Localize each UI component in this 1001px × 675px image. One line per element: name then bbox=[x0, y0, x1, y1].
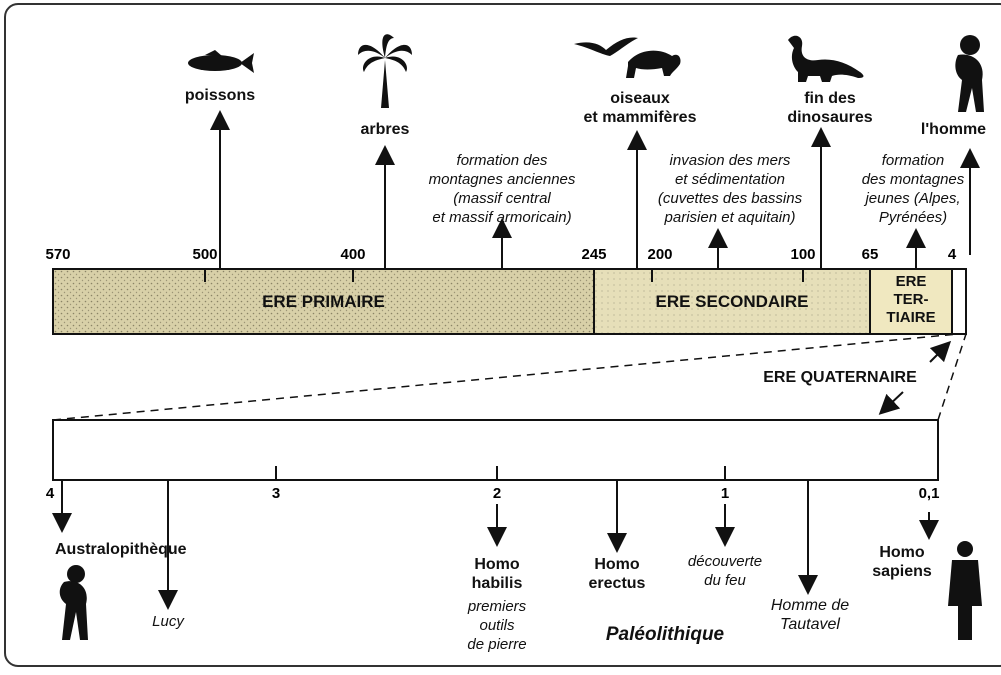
era-quaternaire-label: ERE QUATERNAIRE bbox=[735, 368, 945, 387]
event-arbres: arbres bbox=[330, 120, 440, 139]
bird-icon bbox=[574, 38, 638, 57]
tick-500: 500 bbox=[192, 246, 217, 263]
event-homme-tautavel: Homme de Tautavel bbox=[748, 596, 872, 634]
event-oiseaux-mammiferes: oiseaux et mammifères bbox=[545, 89, 735, 127]
tick-100: 100 bbox=[790, 246, 815, 263]
tick-4: 4 bbox=[948, 246, 956, 263]
btick-3: 3 bbox=[272, 485, 280, 502]
businessman-icon bbox=[948, 541, 982, 640]
fish-icon bbox=[188, 50, 254, 73]
event-montagnes-anciennes: formation des montagnes anciennes (massi… bbox=[402, 151, 602, 227]
event-lucy: Lucy bbox=[130, 612, 206, 631]
period-paleolithique: Paléolithique bbox=[570, 625, 760, 644]
ape-man-icon bbox=[955, 35, 984, 112]
tick-65: 65 bbox=[862, 246, 879, 263]
event-invasion-mers: invasion des mers et sédimentation (cuve… bbox=[634, 151, 826, 227]
event-australopitheque: Australopithèque bbox=[55, 540, 225, 559]
event-homo-erectus: Homo erectus bbox=[560, 555, 674, 593]
btick-4: 4 bbox=[46, 485, 54, 502]
event-premiers-outils: premiers outils de pierre bbox=[440, 597, 554, 654]
event-homme: l'homme bbox=[906, 120, 1001, 139]
sabertooth-icon bbox=[626, 51, 681, 78]
tick-570: 570 bbox=[45, 246, 70, 263]
event-decouverte-feu: découverte du feu bbox=[668, 552, 782, 590]
era-tertiaire-label: ERE TER- TIAIRE bbox=[870, 273, 952, 327]
event-fin-dinosaures: fin des dinosaures bbox=[765, 89, 895, 127]
australopithecus-icon bbox=[60, 565, 88, 640]
event-homo-sapiens: Homo sapiens bbox=[860, 543, 944, 581]
tick-200: 200 bbox=[647, 246, 672, 263]
palm-tree-icon bbox=[358, 34, 412, 108]
dinosaur-icon bbox=[788, 36, 864, 82]
tick-245: 245 bbox=[581, 246, 606, 263]
btick-0-1: 0,1 bbox=[919, 485, 940, 502]
event-homo-habilis: Homo habilis bbox=[440, 555, 554, 593]
era-secondaire-label: ERE SECONDAIRE bbox=[594, 292, 870, 311]
btick-2: 2 bbox=[493, 485, 501, 502]
era-quaternaire-bar bbox=[952, 269, 966, 334]
btick-1: 1 bbox=[721, 485, 729, 502]
event-poissons: poissons bbox=[150, 86, 290, 105]
tick-400: 400 bbox=[340, 246, 365, 263]
quaternaire-detail-bar bbox=[53, 420, 938, 480]
era-primaire-label: ERE PRIMAIRE bbox=[53, 292, 594, 311]
event-montagnes-jeunes: formation des montagnes jeunes (Alpes, P… bbox=[843, 151, 983, 227]
